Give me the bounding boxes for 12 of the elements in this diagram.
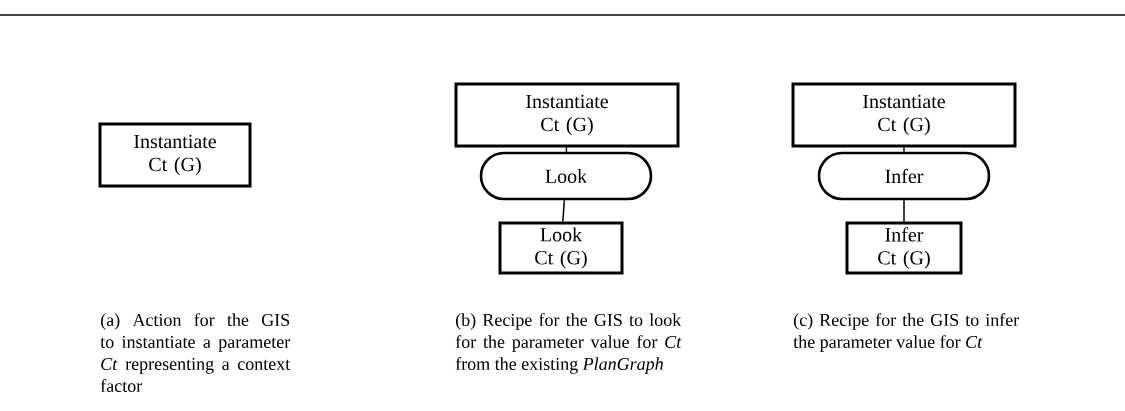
connector-line (565, 146, 568, 153)
action-box: Instantiate Ct (G) (454, 82, 680, 148)
connector-line (562, 199, 566, 223)
caption: (c) Recipe for the GIS to infer the parameter value for Ct (793, 313, 1020, 352)
action-box: Instantiate Ct (G) (791, 82, 1017, 148)
connector-line (903, 199, 905, 223)
action-box: Instantiate Ct (G) (98, 122, 252, 188)
action-box: Look Ct (G) (498, 221, 624, 275)
caption: (b) Recipe for the GIS to look for the parameter value for Ct from the existing PlanGraph (455, 313, 682, 374)
action-box: Infer Ct (G) (845, 221, 963, 275)
caption: (a) Action for the GIS to instantiate a parameter Ct representing a context factor (100, 313, 291, 393)
connector-line (903, 146, 905, 153)
